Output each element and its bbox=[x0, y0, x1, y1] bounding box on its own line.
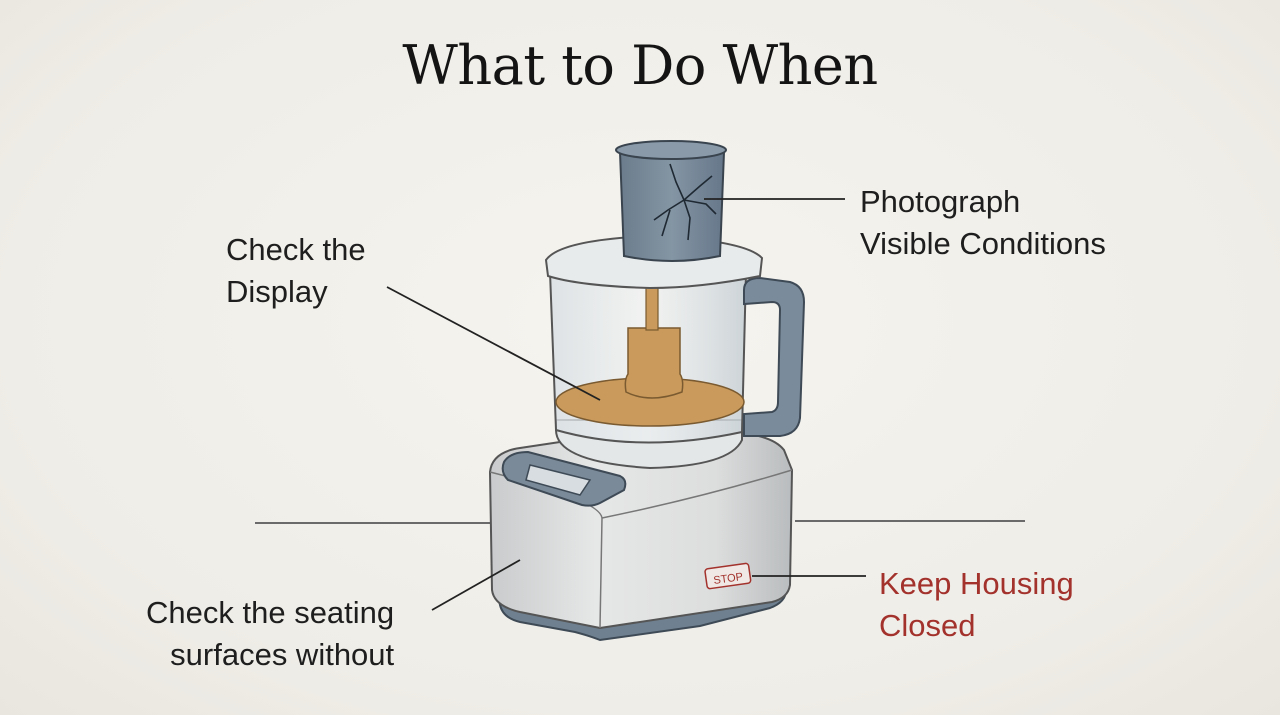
bowl-handle bbox=[743, 276, 806, 437]
callout-seating-line-1: Check the seating bbox=[146, 595, 395, 630]
stop-button bbox=[704, 562, 752, 590]
callout-housing-line-2: Closed bbox=[879, 608, 976, 643]
stop-button-label: STOP bbox=[713, 571, 744, 587]
blade-hub bbox=[624, 327, 684, 399]
callout-keep-housing-closed: Keep Housing Closed bbox=[879, 563, 1074, 647]
leader-seating bbox=[431, 559, 521, 611]
callout-check-seating: Check the seating surfaces without bbox=[146, 592, 394, 676]
display-screen bbox=[525, 464, 592, 496]
callout-photograph-line-1: Photograph bbox=[860, 184, 1021, 219]
feed-chute bbox=[618, 151, 726, 262]
callout-check-display-line-1: Check the bbox=[226, 232, 366, 267]
callout-housing-line-1: Keep Housing bbox=[879, 566, 1074, 601]
callout-seating-line-2: surfaces without bbox=[170, 637, 395, 672]
callout-photograph-line-2: Visible Conditions bbox=[860, 226, 1106, 261]
leader-display bbox=[386, 286, 601, 401]
callout-check-display: Check the Display bbox=[226, 229, 366, 313]
callout-check-display-line-2: Display bbox=[226, 274, 328, 309]
crack-mark bbox=[653, 163, 717, 241]
feed-chute-rim bbox=[615, 140, 727, 160]
callout-photograph-conditions: Photograph Visible Conditions bbox=[860, 181, 1106, 265]
diagram-title: What to Do When bbox=[402, 34, 878, 97]
